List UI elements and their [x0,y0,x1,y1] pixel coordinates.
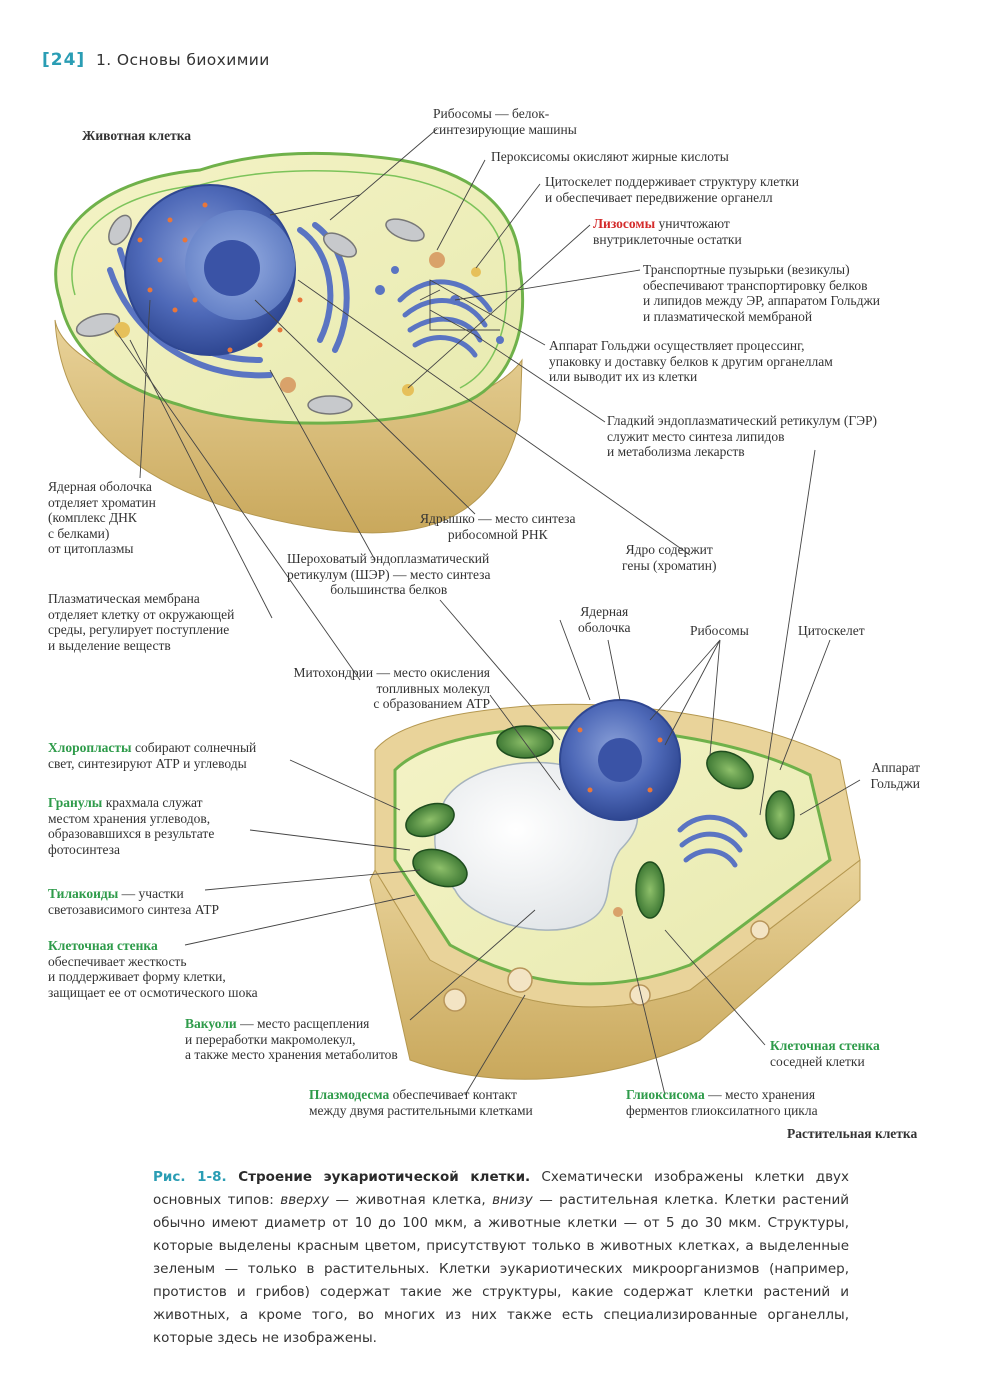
label-nucleolus: Ядрышко — место синтеза рибосомной РНК [420,511,576,542]
label-ribosomes-plant: Рибосомы [690,623,749,638]
caption-id: Рис. 1-8. [153,1169,227,1185]
label-golgi-animal: Аппарат Гольджи осуществляет процессинг,… [549,338,833,385]
label-rer: Шероховатый эндоплазматический ретикулум… [287,551,491,598]
label-cell-wall: Клеточная стенка обеспечивает жесткость … [48,938,258,1000]
label-nuclear-envelope-plant: Ядерная оболочка [578,604,631,635]
label-lysosomes: Лизосомы уничтожают внутриклеточные оста… [593,216,742,247]
label-ribosomes-animal: Рибосомы — белок- синтезирующие машины [433,106,577,137]
label-mitochondria: Митохондрии — место окисления топливных … [293,665,490,712]
label-plasma-membrane: Плазматическая мембрана отделяет клетку … [48,591,235,653]
plant-cell-drawing [369,699,861,1080]
label-golgi-plant: Аппарат Гольджи [870,760,920,791]
label-cytoskeleton-plant: Цитоскелет [798,623,865,638]
eukaryotic-cell-figure [54,128,861,1096]
label-chloroplasts: Хлоропласты собирают солнечный свет, син… [48,740,257,771]
page-number: [24] [42,50,86,70]
label-glyoxysome: Глиоксисома — место хранения ферментов г… [626,1087,818,1118]
label-nuclear-envelope-animal: Ядерная оболочка отделяет хроматин (комп… [48,479,156,557]
label-vesicles: Транспортные пузырьки (везикулы) обеспеч… [643,262,881,324]
chapter-title: 1. Основы биохимии [96,51,270,69]
label-nucleus: Ядро содержит гены (хроматин) [622,542,717,573]
label-vacuole: Вакуоли — место расщепления и переработк… [185,1016,398,1063]
label-starch-granules: Гранулы крахмала служат местом хранения … [48,795,215,857]
label-adjacent-cell-wall: Клеточная стенка соседней клетки [770,1038,880,1069]
figure-caption: Рис. 1-8. Строение эукариотической клетк… [153,1169,849,1346]
label-plasmodesma: Плазмодесма обеспечивает контакт между д… [309,1087,533,1118]
label-peroxisomes: Пероксисомы окисляют жирные кислоты [491,149,729,164]
caption-title: Строение эукариотической клетки. [226,1169,531,1185]
label-ser: Гладкий эндоплазматический ретикулум (ГЭ… [607,413,878,460]
label-cytoskeleton-animal: Цитоскелет поддерживает структуру клетки… [545,174,799,205]
animal-cell-drawing [54,151,525,534]
animal-cell-title: Животная клетка [82,128,192,143]
plant-cell-title: Растительная клетка [787,1126,918,1141]
label-thylakoids: Тилакоиды — участки светозависимого синт… [48,886,220,917]
